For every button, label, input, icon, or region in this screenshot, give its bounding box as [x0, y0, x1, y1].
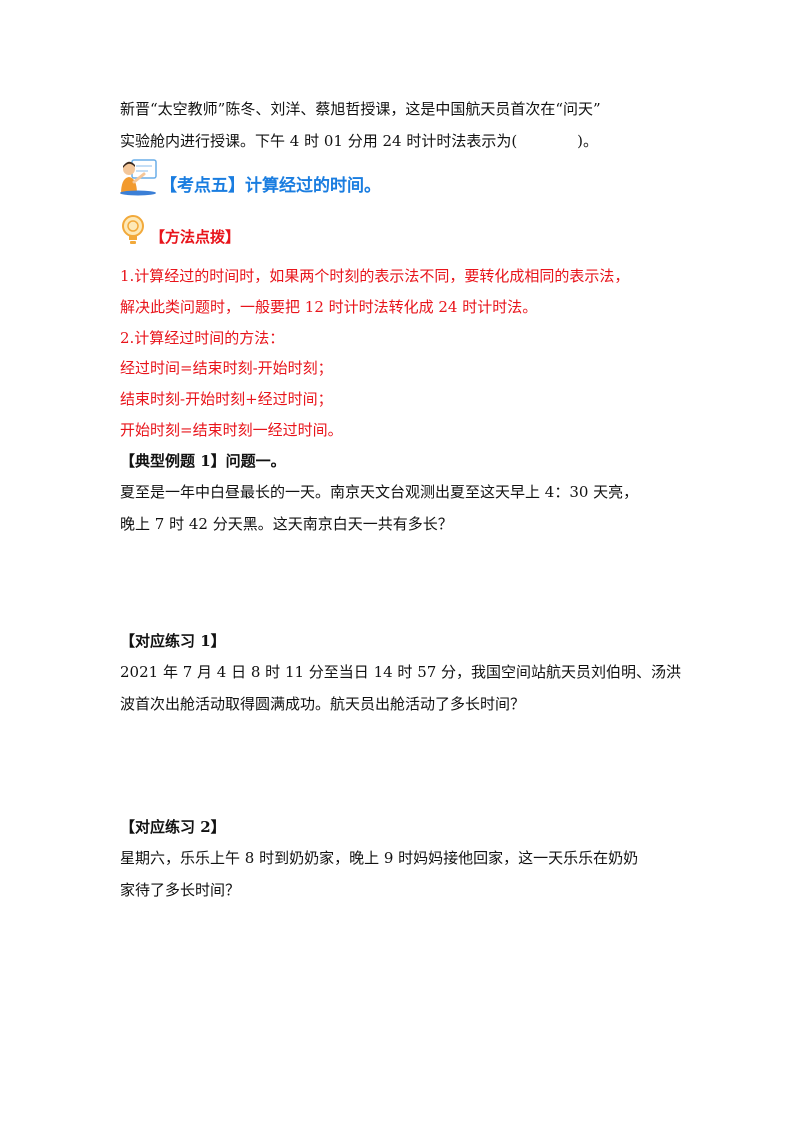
example-1-line-1: 夏至是一年中白昼最长的一天。南京天文台观测出夏至这天早上 4：30 天亮，: [120, 483, 639, 501]
method-title: 【方法点拨】: [150, 228, 241, 246]
method-line-5: 结束时刻-开始时刻+经过时间；: [120, 390, 333, 408]
method-line-2: 解决此类问题时，一般要把 12 时计时法转化成 24 时计时法。: [120, 298, 538, 316]
example-1-title: 【典型例题 1】问题一。: [120, 452, 286, 470]
intro-line-2: 实验舱内进行授课。下午 4 时 01 分用 24 时计时法表示为( )。: [120, 132, 599, 150]
method-line-6: 开始时刻=结束时刻一经过时间。: [120, 421, 343, 439]
intro-line-1: 新晋“太空教师”陈冬、刘洋、蔡旭哲授课，这是中国航天员首次在“问天”: [120, 100, 601, 118]
practice-1-line-1: 2021 年 7 月 4 日 8 时 11 分至当日 14 时 57 分，我国空…: [120, 663, 682, 681]
method-line-1: 1.计算经过的时间时，如果两个时刻的表示法不同，要转化成相同的表示法，: [120, 267, 630, 285]
teacher-at-board-icon: [120, 159, 157, 196]
example-1-line-2: 晚上 7 时 42 分天黑。这天南京白天一共有多长？: [120, 515, 453, 533]
method-line-3: 2.计算经过时间的方法：: [120, 329, 285, 347]
practice-2-line-2: 家待了多长时间？: [120, 881, 241, 899]
practice-2-title: 【对应练习 2】: [120, 818, 226, 836]
practice-2-line-1: 星期六，乐乐上午 8 时到奶奶家，晚上 9 时妈妈接他回家，这一天乐乐在奶奶: [120, 849, 639, 867]
practice-1-title: 【对应练习 1】: [120, 632, 226, 650]
practice-1-line-2: 波首次出舱活动取得圆满成功。航天员出舱活动了多长时间？: [120, 695, 526, 713]
lightbulb-icon: [122, 215, 144, 244]
method-line-4: 经过时间=结束时刻-开始时刻；: [120, 359, 333, 377]
section-title: 【考点五】计算经过的时间。: [160, 176, 381, 196]
